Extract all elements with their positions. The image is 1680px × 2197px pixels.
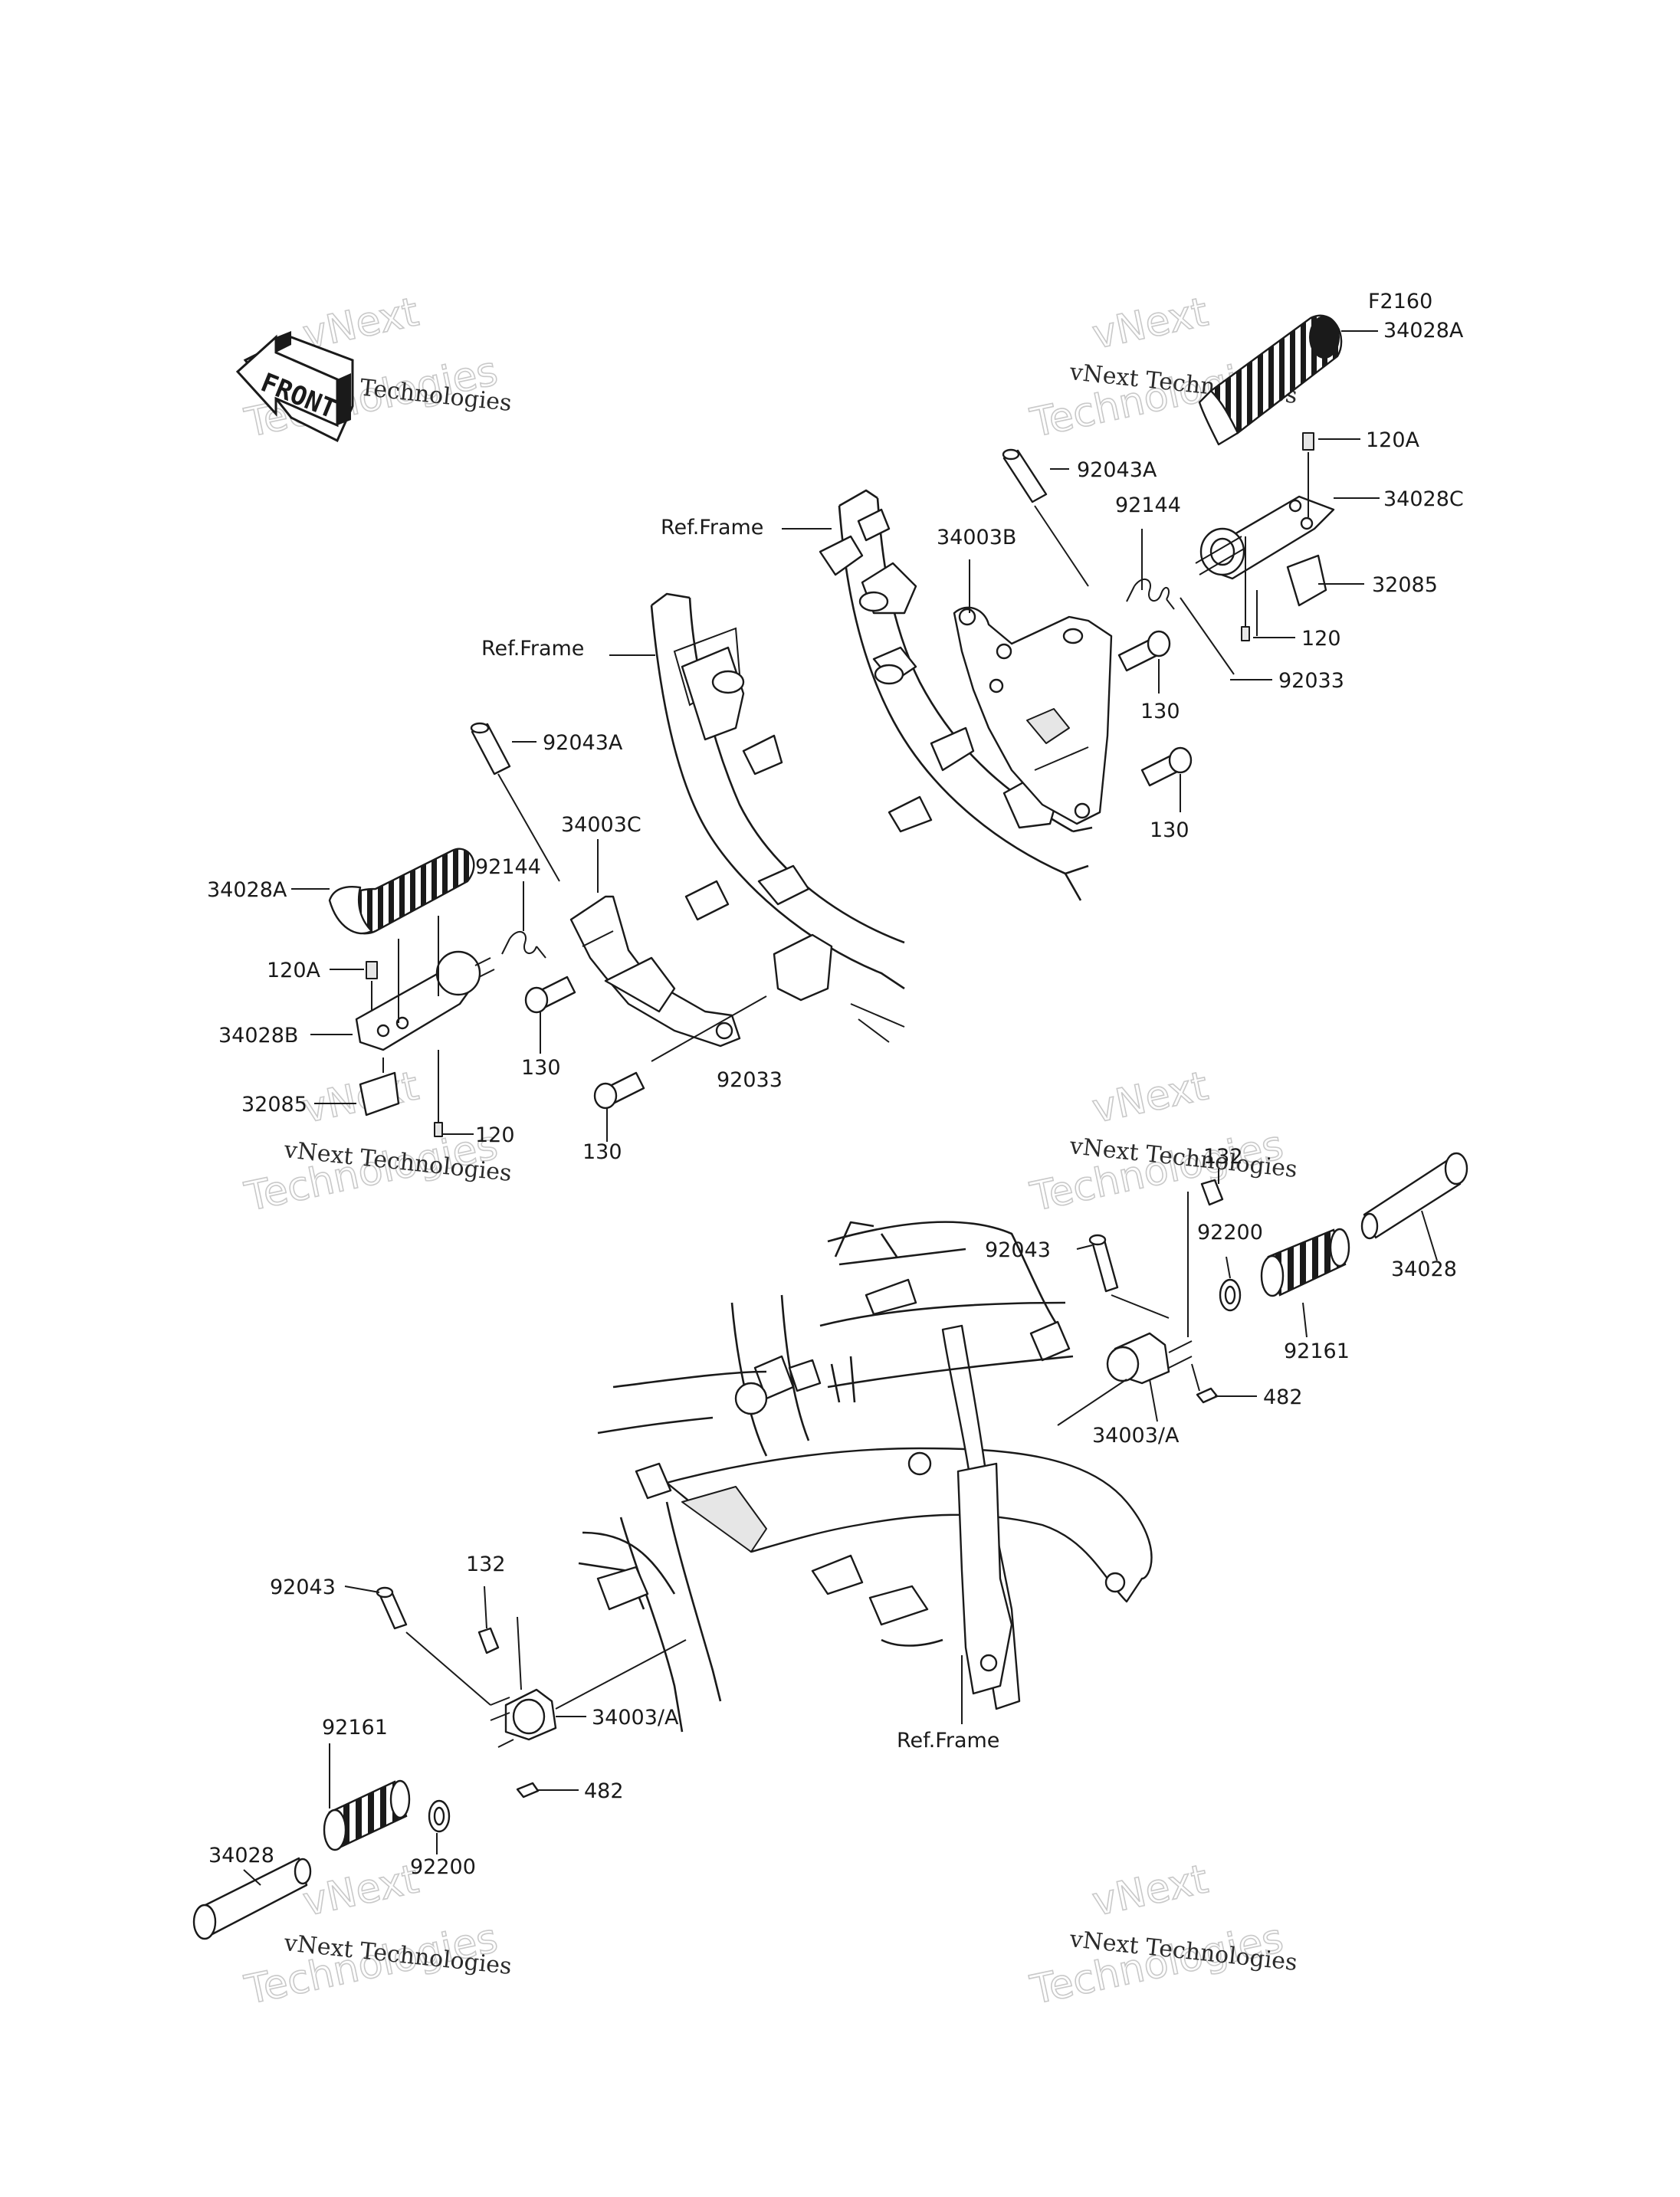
label-482-right: 482 (1263, 1385, 1303, 1409)
rubber-92161-right (1260, 1228, 1350, 1297)
label-92033-upper: 92033 (1278, 669, 1344, 693)
label-92200-left: 92200 (410, 1855, 476, 1879)
bolt-130-middle-a (524, 976, 576, 1014)
step-rubber-34028A-upper (1198, 314, 1343, 446)
label-120-upper: 120 (1301, 627, 1341, 651)
leader-lines (243, 330, 1438, 1886)
watermark-mid-right: vNext Technologies vNext Technologies (1025, 1063, 1298, 1221)
label-32085-middle: 32085 (241, 1093, 307, 1117)
label-34028A-middle: 34028A (207, 878, 287, 902)
stopper-32085-upper (1256, 554, 1327, 636)
clip-482-left (516, 1782, 540, 1799)
label-ref-frame-middle: Ref.Frame (481, 637, 584, 661)
leader-rubber-holder (398, 916, 439, 1023)
step-rubber-34028A-middle (328, 848, 475, 935)
label-34003A-left: 34003/A (592, 1706, 679, 1730)
bolt-130-middle-b (593, 1071, 645, 1110)
washer-92200-right (1219, 1278, 1242, 1312)
stopper-32085-middle (359, 1058, 400, 1117)
label-34003C: 34003C (561, 813, 641, 837)
label-34028A-upper: 34028A (1383, 319, 1464, 343)
label-34028-right: 34028 (1391, 1258, 1457, 1281)
bolt-132-left (477, 1616, 522, 1690)
label-92161-right: 92161 (1284, 1340, 1350, 1363)
pin-92043-right (1088, 1234, 1170, 1319)
bolt-120-middle (434, 1050, 443, 1137)
peg-bracket-34003A-left (490, 1639, 687, 1748)
rubber-92161-left (323, 1779, 411, 1851)
label-130-upper-b: 130 (1150, 818, 1189, 842)
label-92033-middle: 92033 (717, 1068, 783, 1092)
label-132-left: 132 (466, 1553, 506, 1576)
label-92043-left: 92043 (270, 1576, 336, 1599)
spring-92144-right (1126, 579, 1175, 610)
step-holder-34028C (1195, 495, 1335, 580)
label-130-middle-a: 130 (521, 1056, 561, 1080)
label-92144-middle: 92144 (475, 855, 541, 879)
figure-code: F2160 (1368, 290, 1432, 313)
label-482-left: 482 (584, 1779, 624, 1803)
label-34028-left: 34028 (208, 1844, 274, 1867)
svg-text:vNext: vNext (299, 1063, 422, 1132)
bolt-130-upper-a (1117, 630, 1171, 672)
label-92200-right: 92200 (1197, 1221, 1263, 1244)
watermark-bottom-right: vNext Technologies vNext Technologies (1025, 1856, 1298, 2015)
bolt-120A-upper (1302, 432, 1314, 517)
lower-main-frame (578, 1221, 1153, 1733)
peg-34028-right (1360, 1152, 1468, 1240)
label-34003A-right: 34003/A (1092, 1424, 1180, 1448)
pin-92043A-right (1002, 448, 1089, 587)
bolt-130-upper-b (1140, 746, 1193, 787)
spring-92144-left (501, 931, 546, 959)
bracket-34003B (953, 606, 1113, 825)
svg-text:vNext: vNext (1088, 1856, 1212, 1925)
label-34028C: 34028C (1383, 487, 1464, 511)
label-34003B: 34003B (937, 526, 1016, 549)
label-120-middle: 120 (475, 1123, 515, 1147)
label-130-upper-a: 130 (1140, 700, 1180, 723)
pin-92043A-left (470, 722, 560, 882)
peg-34028-left (192, 1857, 312, 1940)
label-32085-upper: 32085 (1372, 573, 1438, 597)
peg-bracket-34003A-right (1057, 1332, 1193, 1426)
label-ref-frame-lower: Ref.Frame (897, 1729, 999, 1753)
label-130-middle-b: 130 (582, 1140, 622, 1164)
label-92161-left: 92161 (322, 1716, 388, 1740)
svg-text:vNext: vNext (1088, 289, 1212, 358)
bracket-34003C (569, 895, 741, 1048)
bolt-132-right (1187, 1179, 1224, 1337)
middle-left-frame (650, 592, 905, 1043)
label-120A-middle: 120A (267, 959, 321, 982)
label-92043A-middle: 92043A (543, 731, 623, 755)
label-34028B: 34028B (218, 1024, 298, 1048)
label-132-right: 132 (1203, 1145, 1243, 1169)
label-120A-upper: 120A (1366, 428, 1420, 452)
bolt-120-upper (1241, 536, 1250, 641)
leader-92033-upper (1180, 597, 1235, 675)
label-92043A-upper: 92043A (1077, 458, 1157, 482)
label-ref-frame-upper: Ref.Frame (661, 516, 763, 539)
step-holder-34028B (355, 950, 495, 1051)
label-92144-upper: 92144 (1115, 494, 1181, 517)
label-92043-right: 92043 (985, 1238, 1051, 1262)
washer-92200-left (428, 1799, 451, 1833)
pin-92043-left (376, 1586, 491, 1706)
leader-92033-middle (651, 995, 767, 1062)
part-labels: 34028A 120A 34028C 32085 120 92033 92043… (207, 319, 1464, 1879)
clip-482-right (1191, 1363, 1219, 1404)
svg-text:vNext: vNext (299, 1856, 422, 1925)
svg-text:vNext: vNext (1088, 1063, 1212, 1132)
